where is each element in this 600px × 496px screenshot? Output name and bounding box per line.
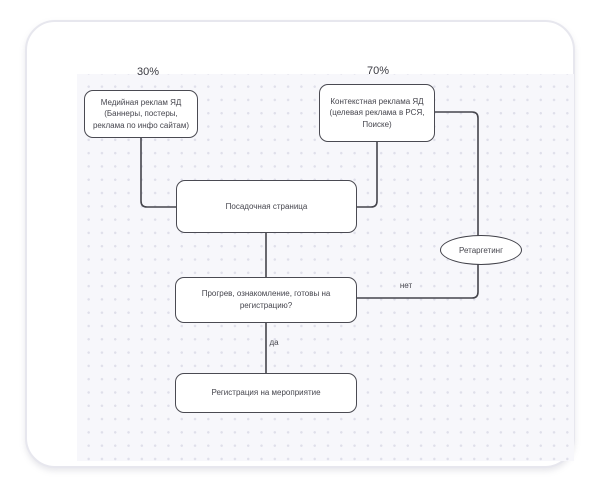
edge-label-no: нет <box>399 281 413 290</box>
node-landing-page-label: Посадочная страница <box>225 201 308 211</box>
node-media-ads-line1: Медийная реклам ЯД <box>100 97 182 107</box>
node-media-ads-line2: (Баннеры, постеры, <box>104 109 178 119</box>
node-retargeting-label: Ретаргетинг <box>458 245 504 255</box>
edge-label-yes: да <box>269 338 279 347</box>
percent-label-context: 70% <box>366 65 390 77</box>
node-media-ads-line3: реклама по инфо сайтам) <box>92 120 190 130</box>
node-media-ads[interactable]: Медийная реклам ЯД (Баннеры, постеры, ре… <box>84 90 198 138</box>
node-retargeting[interactable]: Ретаргетинг <box>440 235 522 265</box>
node-warmup-question-line2: регистрацию? <box>239 301 293 310</box>
node-registration-label: Регистрация на мероприятие <box>211 388 321 398</box>
node-context-ads-line2: (целевая реклама в РСЯ, <box>329 108 425 118</box>
node-context-ads-line3: Поиске) <box>362 119 392 129</box>
node-registration[interactable]: Регистрация на мероприятие <box>175 373 357 413</box>
node-context-ads-line1: Контекстная реклама ЯД <box>330 96 424 106</box>
node-landing-page[interactable]: Посадочная страница <box>176 180 357 233</box>
node-context-ads[interactable]: Контекстная реклама ЯД (целевая реклама … <box>319 84 435 142</box>
percent-label-media: 30% <box>136 66 160 78</box>
node-warmup-question[interactable]: Прогрев, ознакомление, готовы на регистр… <box>175 277 357 323</box>
node-warmup-question-line1: Прогрев, ознакомление, готовы на <box>201 289 331 299</box>
